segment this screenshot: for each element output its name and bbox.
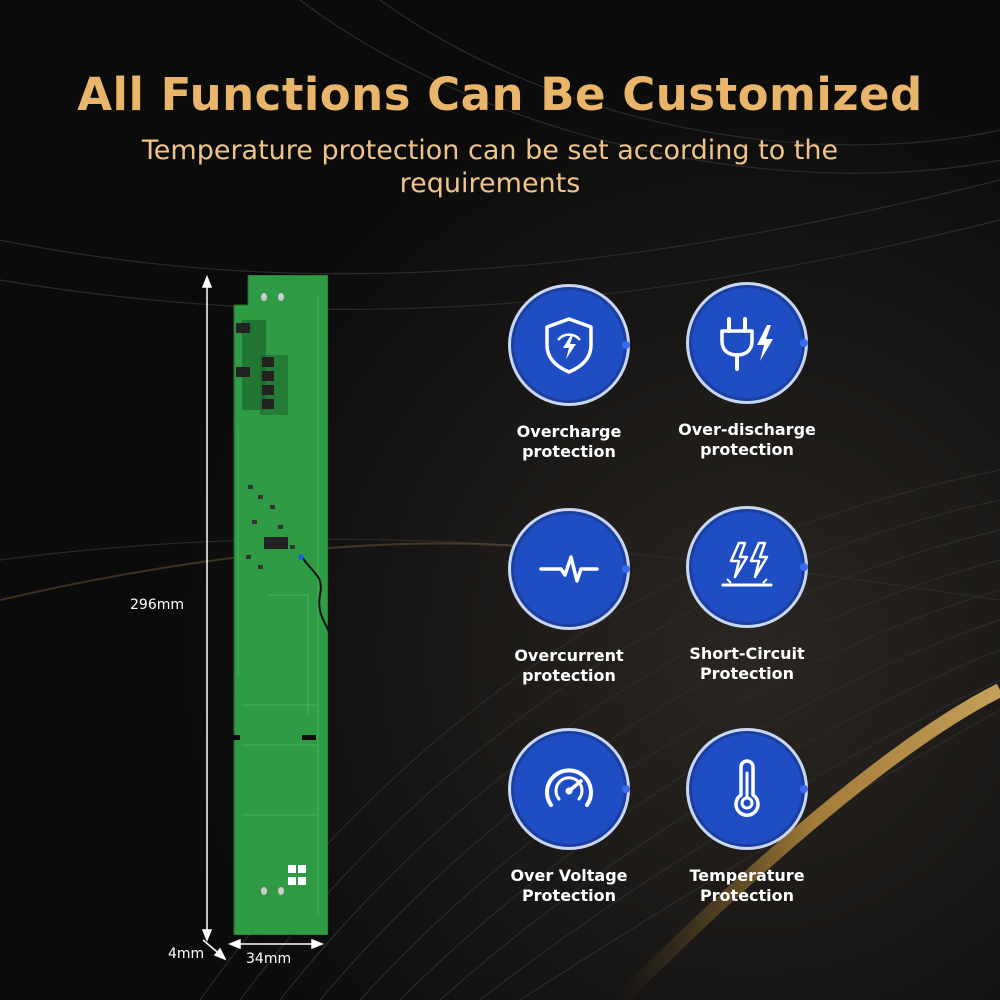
pcb-board-image bbox=[232, 275, 328, 935]
feature-label: Over-discharge protection bbox=[678, 420, 816, 459]
feature-label: Temperature Protection bbox=[689, 866, 805, 905]
feature-temperature-protection: Temperature Protection bbox=[662, 734, 832, 906]
thickness-dimension-label: 4mm bbox=[168, 946, 205, 962]
decorative-dot bbox=[622, 565, 630, 573]
feature-over-discharge-protection: Over-discharge protection bbox=[662, 288, 832, 460]
height-dimension-label: 296mm bbox=[130, 597, 184, 613]
feature-icon-circle bbox=[692, 288, 808, 398]
thermometer-icon bbox=[734, 759, 760, 817]
feature-icon-circle bbox=[514, 514, 630, 624]
feature-icon-circle bbox=[514, 734, 630, 844]
decorative-dot bbox=[800, 339, 808, 347]
feature-over-voltage-protection: Over Voltage Protection bbox=[484, 734, 654, 906]
pulse-wave-icon bbox=[539, 555, 599, 583]
feature-label: Overcharge protection bbox=[516, 422, 622, 461]
feature-short-circuit-protection: Short-Circuit Protection bbox=[662, 512, 832, 684]
short-circuit-icon bbox=[721, 541, 773, 587]
gauge-icon bbox=[545, 768, 593, 807]
decorative-dot bbox=[622, 341, 630, 349]
page-subtitle: Temperature protection can be set accord… bbox=[141, 135, 839, 199]
shield-bolt-icon bbox=[545, 317, 593, 374]
feature-label: Overcurrent protection bbox=[514, 646, 624, 685]
decorative-dot bbox=[800, 785, 808, 793]
page-title: All Functions Can Be Customized bbox=[77, 68, 923, 121]
feature-overcharge-protection: Overcharge protection bbox=[484, 290, 654, 462]
feature-icon-circle bbox=[692, 512, 808, 622]
feature-icon-circle bbox=[692, 734, 808, 844]
plug-bolt-icon bbox=[720, 317, 773, 371]
feature-label: Short-Circuit Protection bbox=[689, 644, 805, 683]
width-dimension-label: 34mm bbox=[246, 951, 292, 967]
feature-label: Over Voltage Protection bbox=[510, 866, 628, 905]
decorative-dot bbox=[800, 563, 808, 571]
feature-icon-circle bbox=[514, 290, 630, 400]
decorative-dot bbox=[622, 785, 630, 793]
feature-overcurrent-protection: Overcurrent protection bbox=[484, 514, 654, 686]
